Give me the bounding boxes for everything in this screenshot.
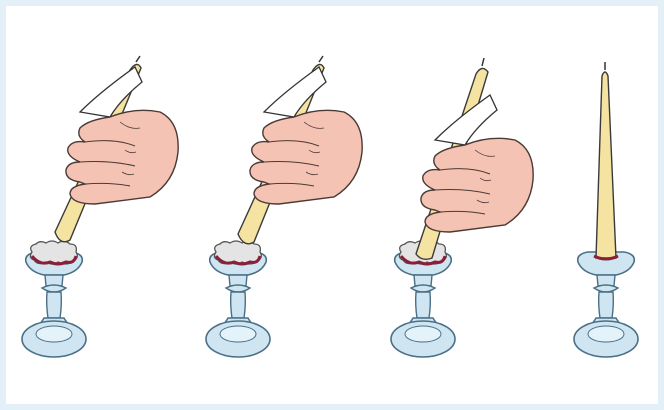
candle-holder-icon [22,252,86,357]
step-3-panel [391,58,533,357]
step-4-panel [574,62,638,357]
step-1-panel [22,56,178,357]
hand-icon [421,95,533,232]
candle-holder-icon [391,252,455,357]
hand-icon [66,67,178,204]
candle-holder-icon [574,252,638,357]
step-2-panel [206,56,362,357]
candle-icon [594,62,618,259]
candle-adapter-icon [214,241,261,264]
hand-icon [250,67,362,204]
candle-adapter-icon [30,241,77,264]
candle-holder-icon [206,252,270,357]
